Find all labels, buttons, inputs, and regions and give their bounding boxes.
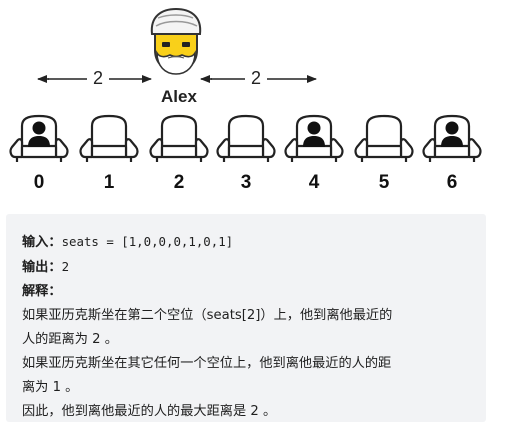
- seat-number-3: 3: [240, 172, 252, 193]
- example-panel: 输入：seats = [1,0,0,0,1,0,1] 输出：2 解释： 如果亚历…: [6, 214, 486, 422]
- input-line: 输入：seats = [1,0,0,0,1,0,1]: [22, 230, 486, 255]
- left-distance-label: 2: [87, 68, 109, 88]
- seat-number-6: 6: [446, 172, 458, 193]
- explain-line: 解释：: [22, 280, 486, 304]
- occupied-seat-icon: [9, 114, 69, 162]
- alex-avatar: [150, 7, 202, 75]
- seat-number-4: 4: [308, 172, 320, 193]
- empty-seat-icon: [79, 114, 139, 162]
- seat-number-1: 1: [103, 172, 115, 193]
- seat-number-5: 5: [378, 172, 390, 193]
- explanation-text-2: 如果亚历克斯坐在其它任何一个空位上，他到离他最近的人的距: [22, 356, 392, 371]
- empty-seat-icon: [354, 114, 414, 162]
- output-value: 2: [61, 259, 70, 274]
- right-distance-label: 2: [245, 68, 267, 88]
- input-value: seats = [1,0,0,0,1,0,1]: [61, 234, 234, 249]
- seating-drawing: [9, 7, 482, 162]
- input-label: 输入：: [22, 235, 62, 250]
- explanation-text-4: 因此，他到离他最近的人的最大距离是 2 。: [22, 404, 277, 419]
- seating-illustration: 2 2 Alex 0 1 2 3 4 5 6: [0, 0, 509, 205]
- seat-number-0: 0: [33, 172, 45, 193]
- explanation-text-0: 如果亚历克斯坐在第二个空位（seats[2]）上，他到离他最近的: [22, 308, 393, 323]
- output-label: 输出：: [22, 260, 62, 275]
- explain-label: 解释：: [22, 284, 62, 299]
- chairs-row: [9, 114, 482, 162]
- occupied-seat-icon: [284, 114, 344, 162]
- person-name-label: Alex: [161, 87, 197, 106]
- empty-seat-icon: [149, 114, 209, 162]
- occupied-seat-icon: [422, 114, 482, 162]
- explanation-text-1: 人的距离为 2 。: [22, 332, 118, 347]
- output-line: 输出：2: [22, 255, 486, 280]
- empty-seat-icon: [216, 114, 276, 162]
- seat-number-2: 2: [173, 172, 185, 193]
- explanation-text-3: 离为 1 。: [22, 380, 79, 395]
